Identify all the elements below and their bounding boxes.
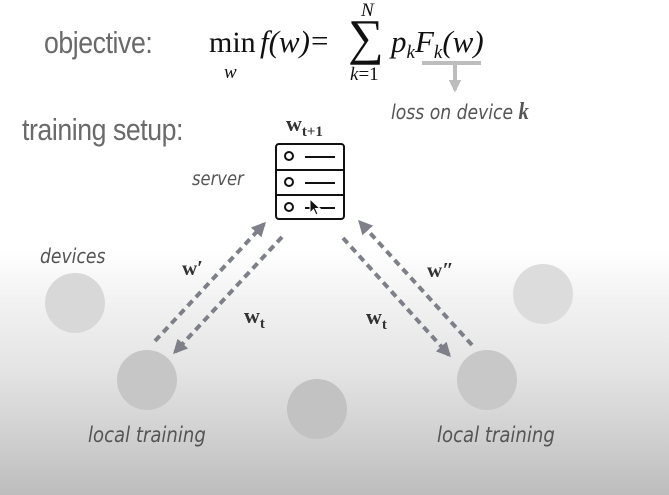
w-next-subscript: t+1	[301, 124, 323, 140]
formula-min: min	[209, 26, 256, 59]
server-led-icon	[284, 202, 294, 212]
w-t-left-symbol: w	[244, 303, 260, 328]
loss-annotation-text: loss on device	[391, 100, 519, 124]
formula-sigma: ∑	[348, 9, 384, 65]
device-circle	[513, 264, 573, 324]
formula-F-arg: (w)	[442, 24, 484, 59]
device-circle	[45, 273, 105, 333]
w-prime-label: w′	[182, 256, 204, 280]
formula-F: F	[414, 24, 434, 59]
device-circle	[287, 379, 347, 439]
local-training-label-left: local training	[88, 423, 206, 447]
arrow-server-to-device-left	[173, 235, 284, 355]
training-setup-heading: training setup:	[22, 112, 184, 147]
w-next-symbol: w	[286, 111, 302, 136]
arrow-device-to-server-left	[153, 221, 266, 343]
formula-p: p	[391, 24, 407, 59]
device-circle-local-left	[117, 350, 177, 410]
w-t-label-left: wt	[244, 303, 265, 333]
devices-label: devices	[40, 244, 106, 268]
formula-summand: pkFk(w)	[391, 24, 484, 64]
formula-p-sub: k	[406, 42, 415, 63]
loss-annotation: loss on device k	[391, 99, 529, 126]
w-t-label-right: wt	[366, 304, 387, 334]
global-model-label: wt+1	[286, 111, 323, 141]
annotation-bracket	[422, 61, 481, 90]
w-t-right-symbol: w	[366, 304, 382, 329]
server-led-icon	[284, 151, 294, 161]
formula-F-sub: k	[433, 42, 443, 63]
mouse-pointer-icon	[309, 198, 322, 216]
arrow-device-to-server-right	[358, 219, 474, 347]
loss-annotation-k: k	[518, 99, 529, 125]
server-rack-unit	[277, 145, 343, 170]
formula-sum-upper: N	[361, 0, 374, 21]
w-double-prime-label: w″	[427, 258, 454, 282]
formula-equals: =	[311, 23, 329, 58]
server-label: server	[192, 168, 244, 190]
server-bar	[305, 182, 335, 184]
formula-sum-index: k	[350, 64, 359, 85]
w-t-right-subscript: t	[381, 317, 387, 333]
formula-f-of-w: f(w)	[260, 24, 310, 59]
objective-heading: objective:	[44, 25, 153, 60]
arrow-server-to-device-right	[341, 236, 451, 358]
server-led-icon	[284, 177, 294, 187]
device-circle-local-right	[457, 350, 517, 410]
server-rack-unit	[277, 169, 343, 195]
formula-sum-lower: k=1	[350, 64, 379, 86]
formula-sum-start: =1	[358, 64, 379, 85]
server-bar	[305, 156, 335, 158]
local-training-label-right: local training	[437, 423, 555, 447]
w-t-left-subscript: t	[259, 316, 265, 332]
formula-min-subscript: w	[224, 62, 237, 83]
